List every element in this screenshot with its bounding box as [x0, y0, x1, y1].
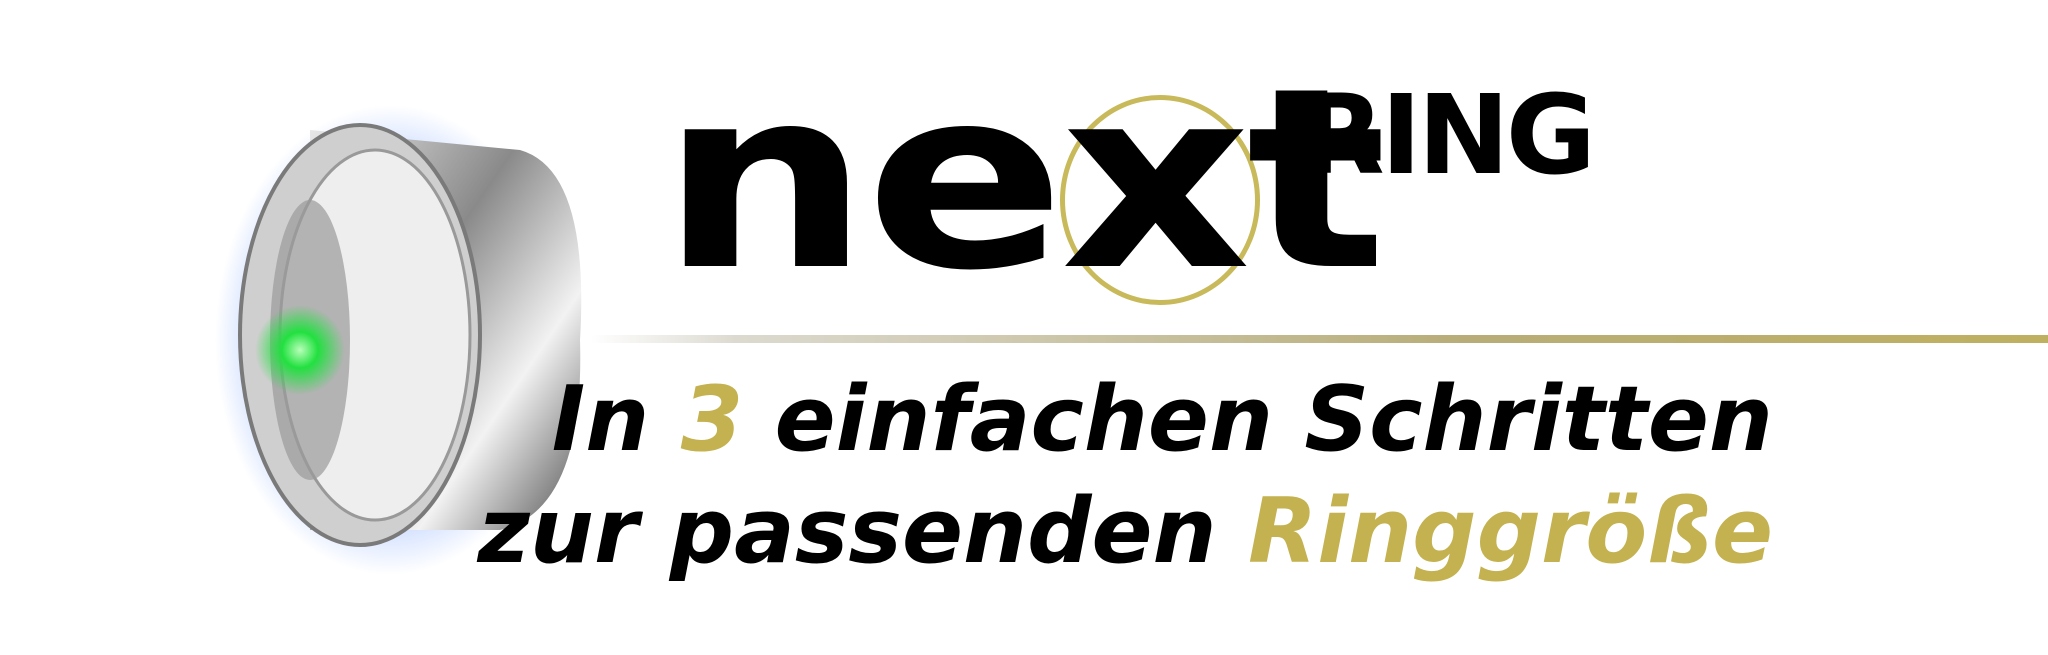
logo-ring: RING: [1300, 71, 1596, 199]
highlight-ring-size: Ringgröße: [1247, 479, 1773, 584]
nextring-logo: next RING: [660, 34, 1810, 325]
highlight-number: 3: [680, 367, 744, 472]
logo-next: next: [660, 34, 1387, 325]
headline-line-1: In 3 einfachen Schritten: [551, 367, 1773, 472]
green-led-icon: [255, 305, 345, 395]
logo-gold-circle: [1060, 95, 1260, 305]
smart-ring-image: [215, 105, 582, 575]
gradient-divider: [590, 335, 2048, 343]
headline-line-2: zur passenden Ringgröße: [477, 479, 1773, 584]
